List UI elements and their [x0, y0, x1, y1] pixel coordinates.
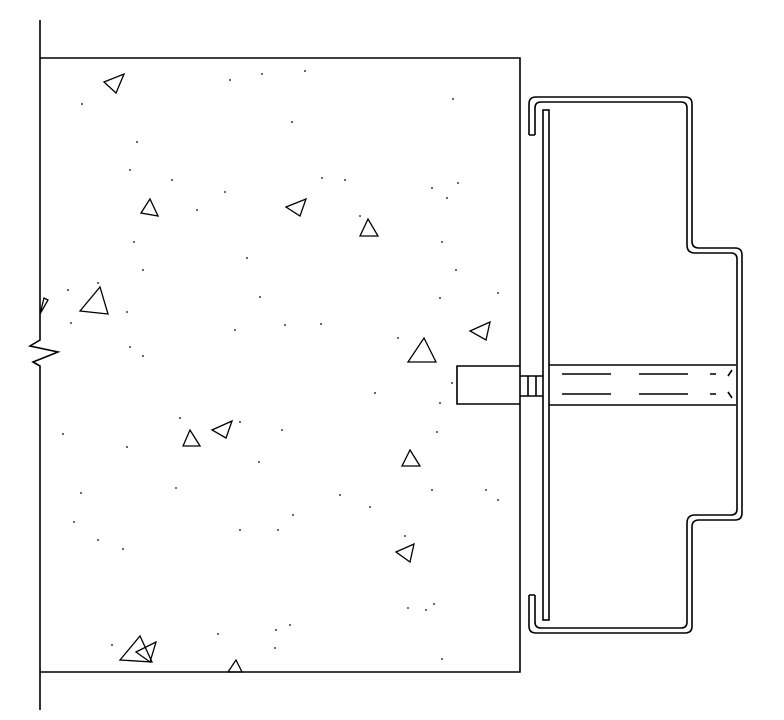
aggregate-dot	[171, 179, 173, 181]
aggregate-dot	[224, 191, 226, 193]
aggregate-dot	[431, 489, 433, 491]
aggregate-dot	[433, 603, 435, 605]
aggregate-triangle	[394, 542, 415, 564]
washer	[520, 375, 543, 397]
aggregate-dot	[70, 322, 72, 324]
aggregate-dot	[292, 514, 294, 516]
bolt-thread-lines	[562, 369, 733, 399]
break-line	[27, 20, 61, 710]
aggregate-dot	[81, 103, 83, 105]
aggregate-dot	[404, 535, 406, 537]
aggregate-dot	[142, 269, 144, 271]
aggregate-dot	[451, 382, 453, 384]
aggregate-triangle	[226, 658, 244, 673]
aggregate-dot	[129, 346, 131, 348]
aggregate-triangle	[358, 217, 380, 237]
aggregate-dot	[289, 624, 291, 626]
aggregate-dot	[439, 402, 441, 404]
aggregate-dot	[369, 506, 371, 508]
aggregate-dot	[431, 187, 433, 189]
aggregate-dot	[344, 179, 346, 181]
aggregate-triangle	[406, 336, 438, 363]
aggregate-dot	[142, 355, 144, 357]
aggregate-hatch	[39, 70, 499, 673]
aggregate-triangle	[284, 197, 308, 217]
aggregate-dot	[455, 269, 457, 271]
aggregate-dot	[359, 215, 361, 217]
bolt	[549, 364, 736, 406]
aggregate-dot	[111, 644, 113, 646]
aggregate-dot	[229, 79, 231, 81]
aggregate-dot	[446, 197, 448, 199]
aggregate-dot	[126, 446, 128, 448]
aggregate-dot	[441, 241, 443, 243]
channel-outer	[528, 96, 743, 634]
aggregate-dot	[485, 489, 487, 491]
aggregate-dot	[246, 257, 248, 259]
aggregate-dot	[62, 433, 64, 435]
aggregate-triangle	[468, 320, 491, 341]
aggregate-dot	[217, 633, 219, 635]
aggregate-dot	[436, 431, 438, 433]
aggregate-dot	[275, 629, 277, 631]
aggregate-triangle	[139, 197, 160, 217]
aggregate-dot	[425, 609, 427, 611]
aggregate-dot	[136, 141, 138, 143]
aggregate-dot	[73, 521, 75, 523]
aggregate-dot	[129, 169, 131, 171]
aggregate-dot	[304, 70, 306, 72]
slab-outline	[40, 57, 521, 673]
aggregate-dot	[441, 658, 443, 660]
lip-ends	[529, 134, 535, 596]
aggregate-dot	[97, 539, 99, 541]
aggregate-dot	[133, 241, 135, 243]
aggregate-dot	[277, 529, 279, 531]
aggregate-triangle	[102, 72, 126, 95]
aggregate-dot	[196, 209, 198, 211]
bolt-body	[549, 364, 736, 406]
aggregate-dot	[67, 289, 69, 291]
concrete-slab	[27, 20, 521, 710]
aggregate-dot	[284, 324, 286, 326]
aggregate-dot	[261, 73, 263, 75]
aggregate-dot	[374, 392, 376, 394]
anchor-rod-stub	[456, 365, 543, 405]
aggregate-dot	[274, 647, 276, 649]
channel-inner	[534, 101, 738, 629]
aggregate-dot	[497, 292, 499, 294]
aggregate-dot	[291, 121, 293, 123]
aggregate-triangle	[78, 285, 109, 315]
aggregate-triangle	[134, 640, 158, 664]
aggregate-dot	[234, 329, 236, 331]
aggregate-triangle	[210, 419, 234, 439]
aggregate-dot	[122, 548, 124, 550]
aggregate-dot	[320, 323, 322, 325]
backing-plate	[542, 109, 550, 621]
aggregate-dot	[80, 492, 82, 494]
aggregate-dot	[175, 487, 177, 489]
aggregate-dot	[239, 529, 241, 531]
aggregate-triangle	[118, 634, 154, 663]
aggregate-triangle	[400, 448, 422, 467]
aggregate-dot	[259, 296, 261, 298]
aggregate-dot	[339, 494, 341, 496]
aggregate-triangle	[182, 428, 202, 447]
aggregate-dot	[457, 182, 459, 184]
aggregate-dot	[281, 429, 283, 431]
aggregate-dot	[439, 297, 441, 299]
aggregate-dot	[239, 421, 241, 423]
aggregate-dot	[407, 607, 409, 609]
aggregate-dot	[97, 282, 99, 284]
rod-stub	[456, 365, 520, 405]
aggregate-dot	[126, 311, 128, 313]
aggregate-triangle	[39, 297, 49, 315]
aggregate-dot	[179, 417, 181, 419]
aggregate-dot	[321, 177, 323, 179]
aggregate-dot	[497, 499, 499, 501]
aggregate-dot	[258, 461, 260, 463]
aggregate-dot	[452, 98, 454, 100]
aggregate-dot	[397, 337, 399, 339]
